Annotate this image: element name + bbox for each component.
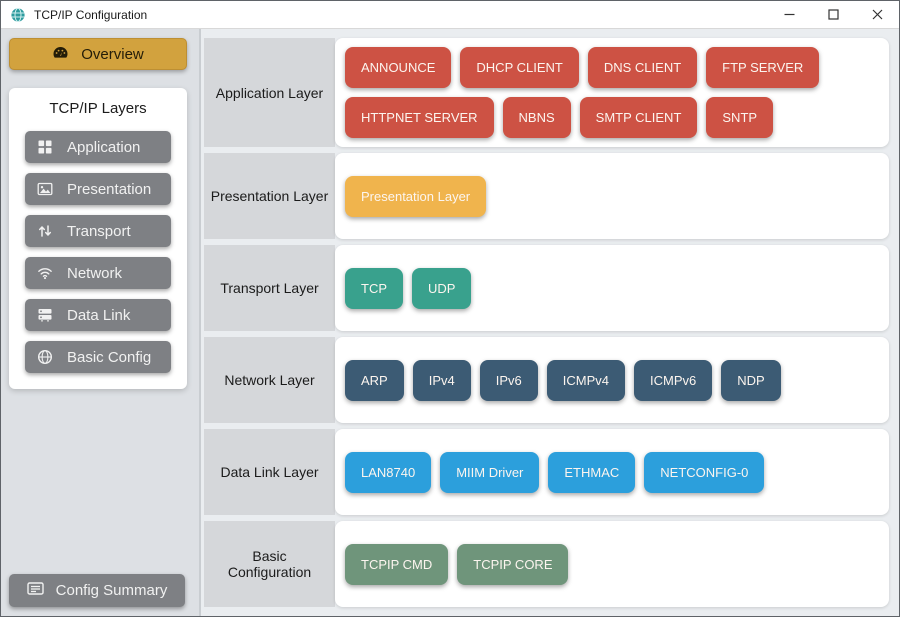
app-logo-icon [10, 7, 26, 23]
overview-label: Overview [81, 45, 144, 63]
title-bar[interactable]: TCP/IP Configuration [1, 1, 899, 29]
module-chip-ndp[interactable]: NDP [721, 359, 781, 401]
server-icon [37, 307, 53, 323]
sidebar-item-label: Network [67, 264, 123, 282]
module-chip-sntp[interactable]: SNTP [706, 97, 774, 138]
module-chip-nbns[interactable]: NBNS [502, 97, 571, 138]
layer-row-label: Transport Layer [204, 245, 335, 331]
maximize-icon [827, 9, 839, 20]
module-chip-arp[interactable]: ARP [345, 359, 404, 401]
window-title: TCP/IP Configuration [34, 7, 148, 22]
module-chip-dhcp-client[interactable]: DHCP CLIENT [460, 47, 579, 88]
module-chip-ipv4[interactable]: IPv4 [412, 359, 471, 401]
module-chip-ftp-server[interactable]: FTP SERVER [706, 47, 820, 88]
layer-row-label: Data Link Layer [204, 429, 335, 515]
window-controls [767, 1, 899, 28]
layer-row-label: Presentation Layer [204, 153, 335, 239]
wifi-icon [37, 266, 53, 280]
module-chip-ethmac[interactable]: ETHMAC [548, 451, 636, 493]
overview-button[interactable]: Overview [9, 38, 187, 70]
module-chip-icmpv4[interactable]: ICMPv4 [546, 359, 625, 401]
module-chip-icmpv6[interactable]: ICMPv6 [634, 359, 713, 401]
sidebar-item-data-link[interactable]: Data Link [25, 299, 171, 331]
sidebar-item-transport[interactable]: Transport [25, 215, 171, 247]
minimize-button[interactable] [767, 1, 811, 28]
grid-icon [37, 139, 53, 155]
gauge-icon [52, 45, 69, 64]
module-chip-presentation-layer[interactable]: Presentation Layer [345, 175, 487, 217]
config-summary-button[interactable]: Config Summary [9, 574, 185, 607]
module-chip-ipv6[interactable]: IPv6 [479, 359, 538, 401]
config-summary-label: Config Summary [55, 582, 168, 599]
module-chip-tcpip-cmd[interactable]: TCPIP CMD [345, 543, 449, 585]
sidebar-item-label: Transport [67, 222, 131, 240]
maximize-button[interactable] [811, 1, 855, 28]
close-button[interactable] [855, 1, 899, 28]
module-chip-smtp-client[interactable]: SMTP CLIENT [579, 97, 698, 138]
layer-row-label: Basic Configuration [204, 521, 335, 607]
sidebar-item-label: Data Link [67, 306, 131, 324]
module-chip-announce[interactable]: ANNOUNCE [345, 47, 452, 88]
module-chip-miim-driver[interactable]: MIIM Driver [440, 451, 540, 493]
sidebar-item-label: Application [67, 138, 141, 156]
image-icon [37, 181, 53, 197]
minimize-icon [784, 13, 794, 16]
sidebar-item-network[interactable]: Network [25, 257, 171, 289]
layers-panel-title: TCP/IP Layers [49, 100, 147, 117]
module-chip-httpnet-server[interactable]: HTTPNET SERVER [345, 97, 494, 138]
sidebar-item-label: Basic Config [67, 348, 152, 366]
summary-icon [26, 581, 44, 600]
module-chip-tcp[interactable]: TCP [345, 267, 403, 309]
sidebar-item-application[interactable]: Application [25, 131, 171, 163]
module-chip-udp[interactable]: UDP [412, 267, 472, 309]
module-chip-netconfig-0[interactable]: NETCONFIG-0 [644, 451, 765, 493]
close-icon [872, 9, 882, 20]
module-chip-dns-client[interactable]: DNS CLIENT [587, 47, 698, 88]
layer-row-card: Presentation Layer [335, 153, 889, 239]
globe-icon [37, 349, 53, 365]
arrows-icon [37, 223, 53, 239]
layer-row-label: Application Layer [204, 38, 335, 147]
layer-row-label: Network Layer [204, 337, 335, 423]
sidebar-item-presentation[interactable]: Presentation [25, 173, 171, 205]
module-chip-tcpip-core[interactable]: TCPIP CORE [457, 543, 569, 585]
sidebar-item-label: Presentation [67, 180, 152, 198]
sidebar-item-basic-config[interactable]: Basic Config [25, 341, 171, 373]
module-chip-lan8740[interactable]: LAN8740 [345, 451, 432, 493]
